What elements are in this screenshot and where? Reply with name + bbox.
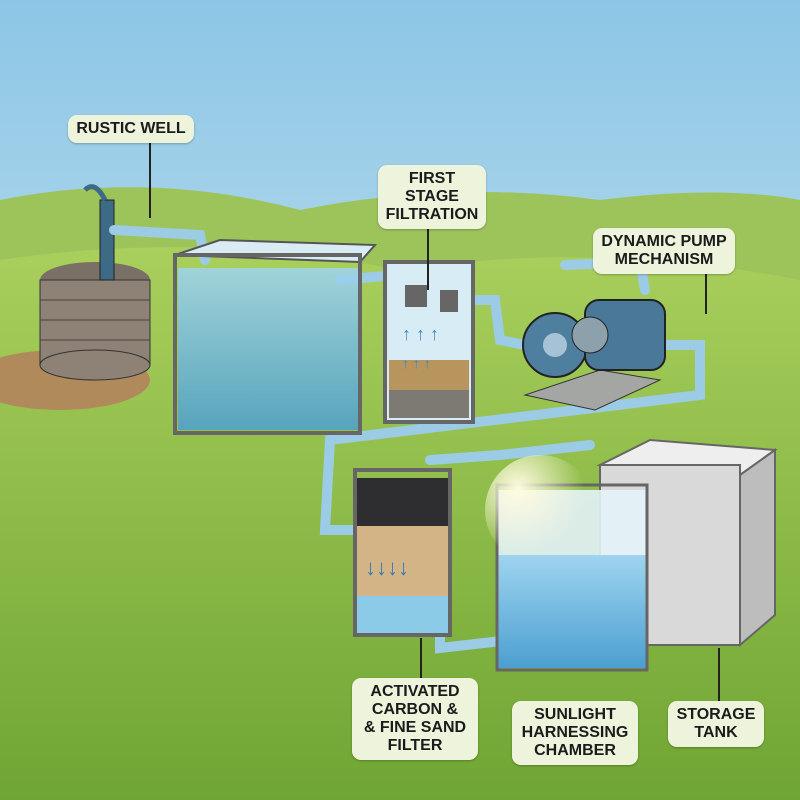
- first-stage-leader: [427, 210, 429, 290]
- rustic-well-label: RUSTIC WELL: [68, 115, 194, 143]
- label-line: & FINE SAND: [363, 719, 467, 736]
- rustic-well-text: RUSTIC WELL: [76, 120, 186, 137]
- svg-text:↑ ↑ ↑: ↑ ↑ ↑: [402, 324, 439, 344]
- label-line: ACTIVATED: [370, 683, 460, 700]
- label-line: FIRST STAGE: [405, 170, 459, 205]
- carbon-filter-label: ACTIVATED CARBON & & FINE SAND FILTER: [352, 678, 478, 760]
- label-line: HARNESSING: [521, 724, 629, 741]
- rustic-well: [39, 184, 151, 381]
- storage-leader: [718, 648, 720, 702]
- pump-leader: [705, 274, 707, 314]
- svg-text:↓↓↓↓: ↓↓↓↓: [365, 555, 409, 580]
- first-stage-filter: ↑ ↑ ↑ ↑ ↑ ↑: [383, 260, 475, 424]
- label-line: FILTRATION: [385, 206, 479, 223]
- first-stage-label: FIRST STAGE FILTRATION: [378, 165, 486, 229]
- arrow-up-icons: ↑ ↑ ↑ ↑ ↑ ↑: [402, 324, 439, 371]
- label-line: DYNAMIC PUMP: [601, 233, 727, 250]
- pump-label: DYNAMIC PUMP MECHANISM: [593, 228, 735, 274]
- label-line: CHAMBER: [534, 742, 616, 759]
- carbon-sand-filter: ↓↓↓↓: [353, 468, 452, 637]
- rustic-well-leader: [149, 138, 151, 218]
- carbon-leader: [420, 638, 422, 680]
- label-line: STORAGE: [676, 706, 756, 723]
- label-line: CARBON &: [371, 701, 459, 718]
- svg-text:↑ ↑ ↑: ↑ ↑ ↑: [402, 355, 431, 371]
- label-line: MECHANISM: [614, 251, 714, 268]
- label-line: FILTER: [387, 737, 443, 754]
- collection-tank: [173, 238, 378, 435]
- sunlight-chamber: [485, 455, 649, 672]
- pump: [522, 299, 666, 411]
- label-line: SUNLIGHT: [534, 706, 616, 723]
- label-line: TANK: [694, 724, 738, 741]
- storage-label: STORAGE TANK: [668, 701, 764, 747]
- sunlight-label: SUNLIGHT HARNESSING CHAMBER: [512, 701, 638, 765]
